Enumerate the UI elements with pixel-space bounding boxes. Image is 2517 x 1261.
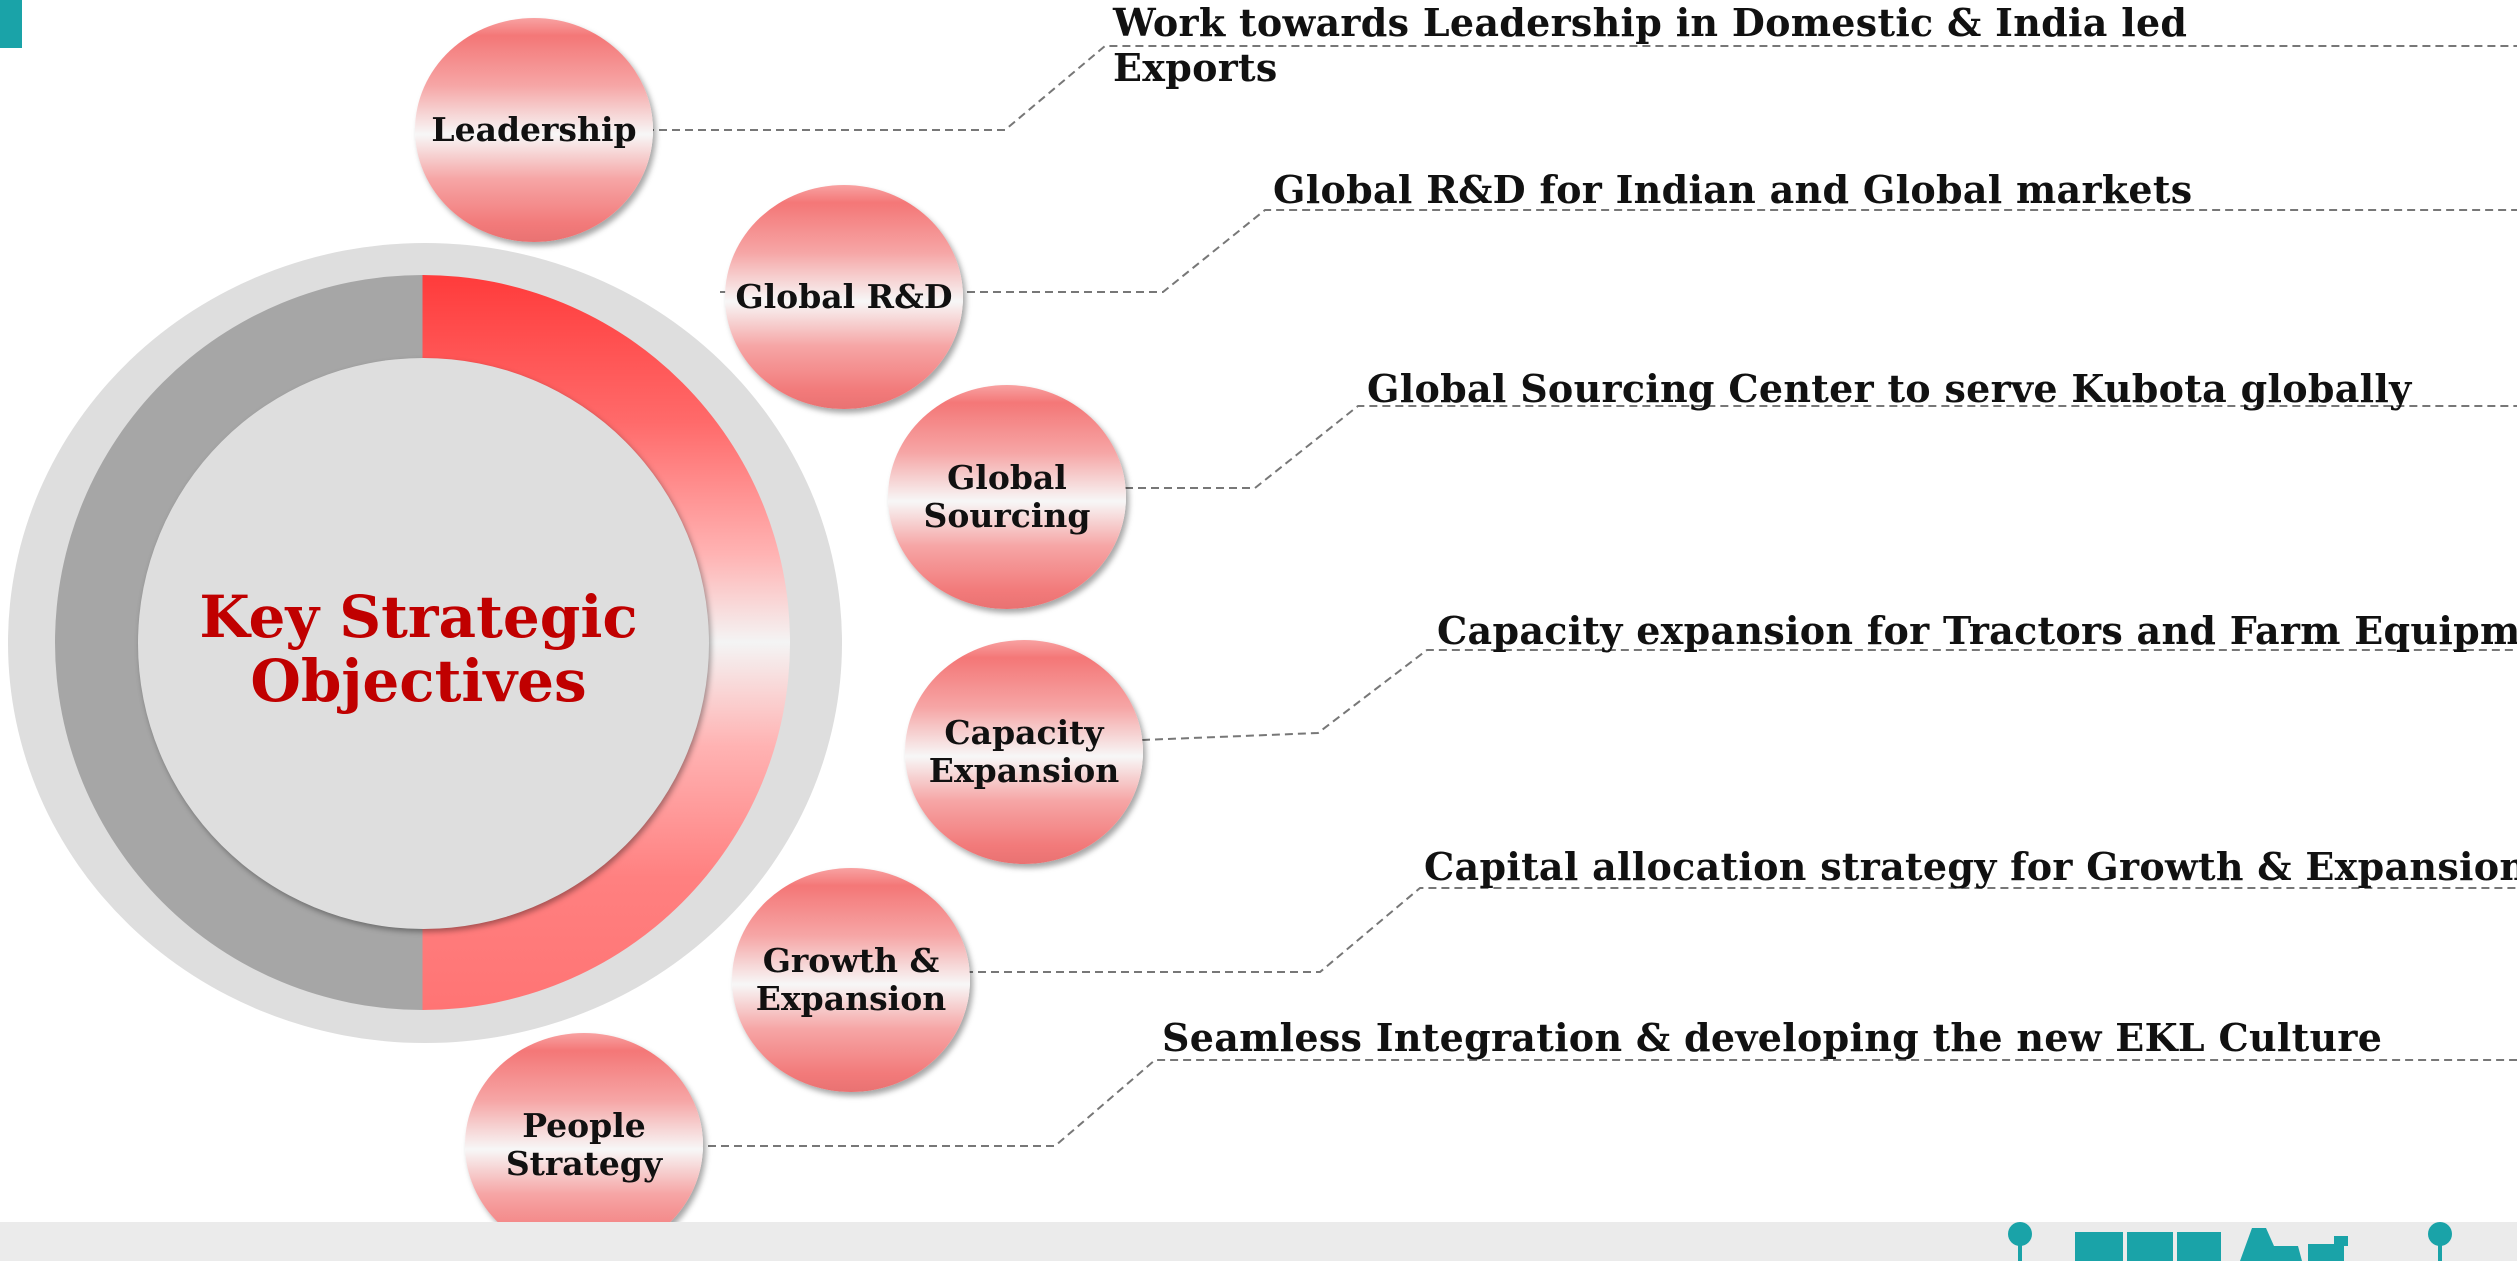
- pillar-bubble-growth-expansion: Growth & Expansion: [732, 868, 970, 1092]
- diagram-title: Key Strategic Objectives: [199, 582, 638, 715]
- connector-people-strategy: [695, 1059, 2517, 1147]
- pillar-label: Capacity Expansion: [928, 713, 1120, 790]
- pillar-label: Global R&D: [735, 277, 953, 316]
- objective-text-capacity-expansion: Capacity expansion for Tractors and Farm…: [1437, 608, 2517, 653]
- connector-capacity-expansion: [1141, 649, 2517, 741]
- pillar-bubble-global-sourcing: Global Sourcing: [888, 385, 1126, 609]
- pillar-bubble-leadership: Leadership: [415, 18, 653, 242]
- pillar-label: Growth & Expansion: [755, 941, 947, 1018]
- center-disc: Key Strategic Objectives: [138, 358, 709, 929]
- pillar-label: Global Sourcing: [923, 458, 1091, 535]
- corner-accent-bar: [0, 0, 22, 48]
- pillar-bubble-people-strategy: People Strategy: [465, 1033, 703, 1257]
- objective-text-leadership: Work towards Leadership in Domestic & In…: [1113, 0, 2188, 90]
- pillar-bubble-capacity-expansion: Capacity Expansion: [905, 640, 1143, 864]
- objective-text-growth-expansion: Capital allocation strategy for Growth &…: [1424, 844, 2517, 889]
- objective-text-people-strategy: Seamless Integration & developing the ne…: [1162, 1015, 2383, 1060]
- connector-global-sourcing: [1125, 405, 2517, 489]
- objective-text-global-rnd: Global R&D for Indian and Global markets: [1273, 167, 2193, 212]
- pillar-label: People Strategy: [505, 1106, 663, 1183]
- farm-equipment-icon: [2008, 1222, 2452, 1261]
- objective-text-global-sourcing: Global Sourcing Center to serve Kubota g…: [1367, 366, 2412, 411]
- connector-global-rnd: [720, 209, 2517, 293]
- connector-growth-expansion: [965, 887, 2517, 973]
- pillar-label: Leadership: [431, 110, 637, 149]
- pillar-bubble-global-rnd: Global R&D: [725, 185, 963, 409]
